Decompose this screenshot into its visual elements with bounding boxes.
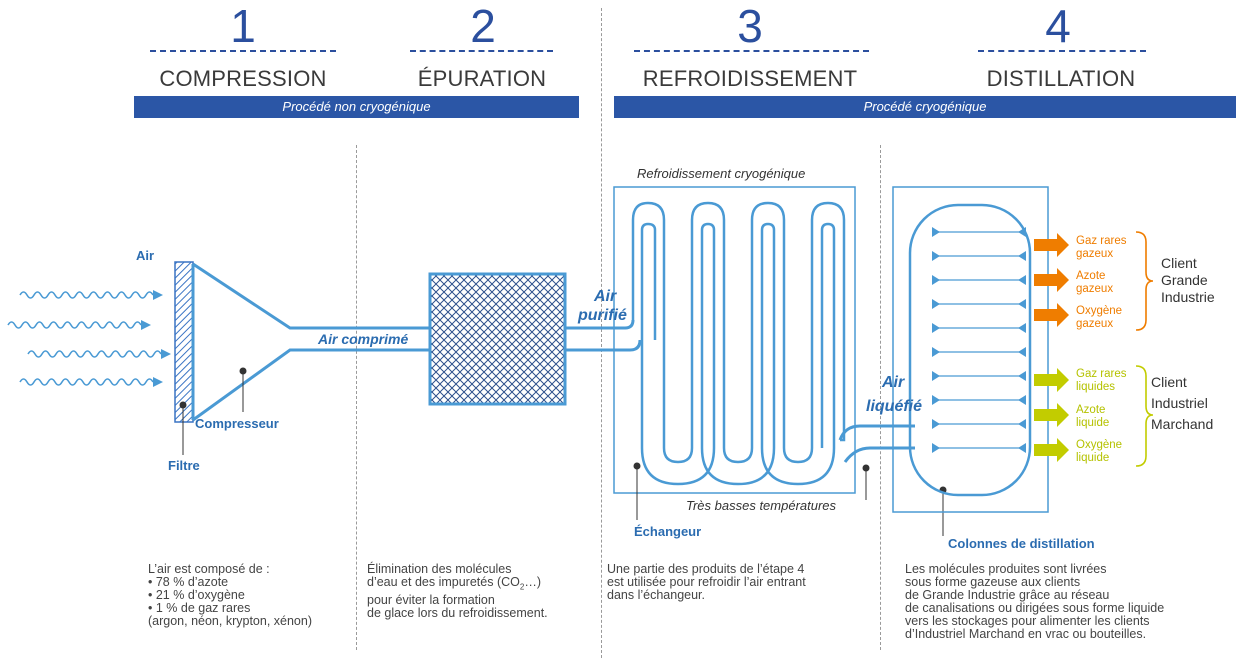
step-1-divider [150,50,336,52]
non-cryogenic-band: Procédé non cryogénique [134,96,579,118]
cryogenic-cooling-label: Refroidissement cryogénique [637,166,806,181]
step-2-divider [410,50,553,52]
air-inflow-arrowheads [141,290,171,387]
compressed-air-label: Air comprimé [318,331,409,347]
step-1-title: COMPRESSION [159,66,327,91]
client-merchant-industry: Client Industriel Marchand [1151,374,1214,432]
air-label: Air [136,248,155,263]
note-cooling: Une partie des produits de l’étape 4 est… [607,562,806,602]
liquid-output-arrows [1034,368,1069,462]
exchanger-label: Échangeur [634,524,702,539]
exchanger-box [613,186,856,494]
note-purification: Élimination des molécules d’eau et des i… [367,562,548,620]
cryogenic-band: Procédé cryogénique [614,96,1236,118]
step-3-divider [634,50,869,52]
step-4-divider [978,50,1146,52]
header-separator [601,8,602,658]
client-large-industry: Client Grande Industrie [1161,255,1215,305]
gas-output-arrows [1034,233,1069,327]
distillation-columns-label: Colonnes de distillation [948,536,1095,551]
step-1-number: 1 [230,0,256,52]
step-3-title: REFROIDISSEMENT [642,66,858,91]
filter-shape [174,261,194,423]
step-2-title: ÉPURATION [417,66,547,91]
distillation-column [908,203,1032,497]
purifier-shape [428,272,567,406]
step-3-number: 3 [737,0,763,52]
distillation-box [892,186,1049,513]
section-separator-1 [356,145,357,650]
section-separator-3 [880,145,881,650]
purified-air-label-1: Air [594,288,617,305]
liquefied-air-label-1: Air [882,374,905,391]
note-compression: L’air est composé de : • 78 % d’azote • … [148,562,312,628]
step-2-number: 2 [470,0,496,52]
step-4-title: DISTILLATION [986,66,1136,91]
compressor-label: Compresseur [195,416,279,431]
liquefied-air-label-2: liquéfié [866,398,923,415]
step-4-number: 4 [1045,0,1071,52]
purified-air-label-2: purifié [578,307,627,324]
column-trays [932,231,1026,449]
gas-brace [1135,231,1154,331]
note-distillation: Les molécules produites sont livrées sou… [905,562,1165,641]
air-inflow-waves [7,291,162,386]
liquid-brace [1135,365,1154,467]
compressor-shape [191,262,430,422]
very-low-temp-label: Très basses températures [686,498,837,513]
filter-label: Filtre [168,458,200,473]
serpentine-coil [631,201,846,486]
